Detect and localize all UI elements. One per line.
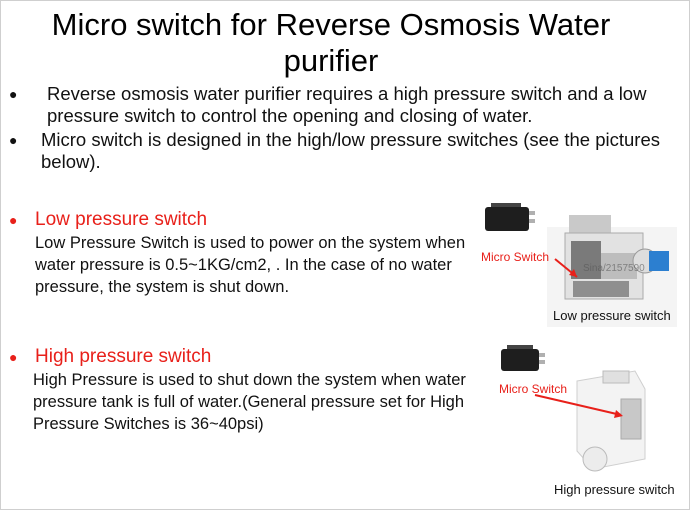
low-pressure-heading-text: Low pressure switch xyxy=(35,209,208,230)
high-pressure-caption: High pressure switch xyxy=(554,482,675,497)
high-pressure-switch-photo xyxy=(501,345,646,472)
bullet-dot-icon: ● xyxy=(9,132,18,148)
low-pressure-caption: Low pressure switch xyxy=(553,308,671,323)
high-pressure-description: High Pressure is used to shut down the s… xyxy=(33,371,466,433)
low-micro-switch-label: Micro Switch xyxy=(481,250,550,264)
micro-switch-icon xyxy=(485,203,535,231)
bullet-dot-icon: ● xyxy=(9,349,18,365)
high-pressure-heading-text: High pressure switch xyxy=(35,346,212,367)
high-pressure-section: ● High pressure switch High Pressure is … xyxy=(9,345,469,435)
bullet-dot-icon: ● xyxy=(9,212,18,228)
low-pressure-heading: ● Low pressure switch xyxy=(9,208,469,232)
low-pressure-section: ● Low pressure switch Low Pressure Switc… xyxy=(9,208,469,298)
intro-bullets: ● Reverse osmosis water purifier require… xyxy=(9,83,685,175)
high-pressure-heading: ● High pressure switch xyxy=(9,345,469,369)
slide-title: Micro switch for Reverse Osmosis Water p… xyxy=(51,7,611,78)
photo-watermark: Sina/2157590 xyxy=(583,263,645,274)
low-pressure-switch-photo: Sina/2157590 xyxy=(485,203,677,327)
bullet-item: ● Micro switch is designed in the high/l… xyxy=(9,129,685,173)
micro-switch-icon xyxy=(501,345,545,371)
bullet-text: Micro switch is designed in the high/low… xyxy=(41,129,661,172)
bullet-text: Reverse osmosis water purifier requires … xyxy=(47,83,647,126)
low-pressure-description: Low Pressure Switch is used to power on … xyxy=(35,234,466,296)
bullet-item: ● Reverse osmosis water purifier require… xyxy=(9,83,685,127)
high-micro-switch-label: Micro Switch xyxy=(499,382,568,396)
bullet-dot-icon: ● xyxy=(9,86,18,102)
